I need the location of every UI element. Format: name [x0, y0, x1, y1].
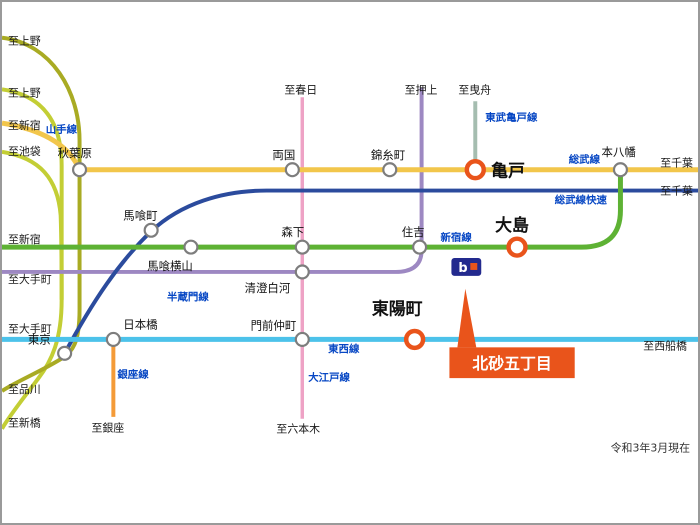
hanzomon-line: [2, 87, 424, 274]
line-label-hanzomon: 半蔵門線: [167, 291, 209, 304]
line-label-yamanote: 山手線: [46, 123, 78, 136]
station-akihabara: [71, 162, 88, 178]
destination-marker: 北砂五丁目: [449, 288, 575, 379]
station-sumiyoshi: [412, 239, 428, 255]
station-label-tokyo: 東京: [28, 332, 51, 346]
shinjuku-line: [2, 172, 623, 250]
station-label-bakurocho: 馬喰町: [123, 208, 157, 222]
station-label-sumiyoshi: 住吉: [402, 225, 425, 239]
bus-logo-accent-dot: [470, 262, 478, 270]
station-label-motoyawata: 本八幡: [602, 145, 637, 159]
station-kinshicho: [382, 162, 398, 178]
line-label-ginza: 銀座線: [117, 368, 149, 381]
direction-to-ginza: 至銀座: [91, 421, 124, 435]
station-ryogoku: [284, 162, 300, 178]
line-label-sobu: 総武線: [569, 153, 601, 166]
station-tokyo: [57, 345, 73, 361]
direction-to-otemachi-tozai: 至大手町: [8, 321, 52, 335]
station-ojima-highlight: [506, 236, 528, 258]
bus-logo-background: [451, 258, 482, 276]
direction-to-ikebukuro: 至池袋: [8, 144, 41, 158]
line-label-oedo: 大江戸線: [308, 371, 350, 384]
station-toyocho-highlight: [403, 328, 426, 351]
station-nihombashi: [105, 331, 121, 347]
destination-label: 北砂五丁目: [472, 354, 551, 373]
station-motoyawata: [612, 162, 629, 178]
bus-logo: b: [451, 258, 482, 276]
direction-to-ueno-1: 至上野: [8, 35, 41, 48]
direction-to-otemachi-hanzomon: 至大手町: [8, 272, 52, 286]
direction-to-shinjuku-jr: 至新宿: [8, 118, 41, 132]
line-label-tobu-kameido: 東武亀戸線: [485, 111, 538, 124]
direction-to-ueno-2: 至上野: [8, 86, 41, 99]
direction-to-shinjuku-toei: 至新宿: [8, 232, 41, 246]
direction-to-hikifune: 至曳舟: [458, 82, 491, 96]
date-note: 令和3年3月現在: [611, 441, 690, 455]
station-label-toyocho: 東陽町: [372, 299, 423, 319]
station-label-bakuroyokoyama: 馬喰横山: [147, 259, 193, 273]
station-label-kameido: 亀戸: [491, 161, 525, 181]
station-label-kinshicho: 錦糸町: [371, 148, 405, 162]
direction-to-roppongi: 至六本木: [276, 422, 320, 436]
direction-to-kasuga: 至春日: [284, 83, 317, 96]
station-label-ojima: 大島: [495, 215, 529, 235]
station-label-monzen-nakacho: 門前仲町: [251, 318, 297, 332]
bus-logo-letter: b: [458, 261, 467, 276]
station-bakuroyokoyama: [183, 239, 199, 255]
station-kiyosumi-shirakawa: [294, 264, 310, 280]
station-kameido-highlight: [464, 159, 486, 181]
station-label-morishita: 森下: [281, 225, 304, 239]
direction-to-chiba-rapid: 至千葉: [660, 184, 693, 198]
station-label-kiyosumi-shirakawa: 清澄白河: [245, 281, 291, 295]
station-bakurocho: [143, 222, 159, 238]
station-label-ryogoku: 両国: [272, 148, 295, 162]
station-monzen-nakacho: [294, 331, 310, 347]
line-label-sobu-rapid: 総武線快速: [555, 193, 608, 206]
direction-to-chiba-sobu: 至千葉: [660, 156, 693, 170]
line-label-tozai: 東西線: [328, 342, 360, 355]
keihin-tohoku-line: [2, 87, 64, 430]
direction-to-shinagawa: 至品川: [8, 383, 41, 396]
destination-pointer: [457, 288, 477, 348]
direction-to-oshiage: 至押上: [405, 82, 438, 96]
destination-box: [449, 347, 575, 379]
direction-to-shimbashi: 至新橋: [8, 416, 41, 430]
station-label-nihombashi: 日本橋: [123, 318, 158, 332]
station-label-akihabara: 秋葉原: [58, 146, 92, 160]
station-morishita: [294, 239, 310, 255]
line-label-shinjuku: 新宿線: [440, 231, 472, 244]
direction-to-nishi-funabashi: 至西船橋: [643, 338, 687, 352]
